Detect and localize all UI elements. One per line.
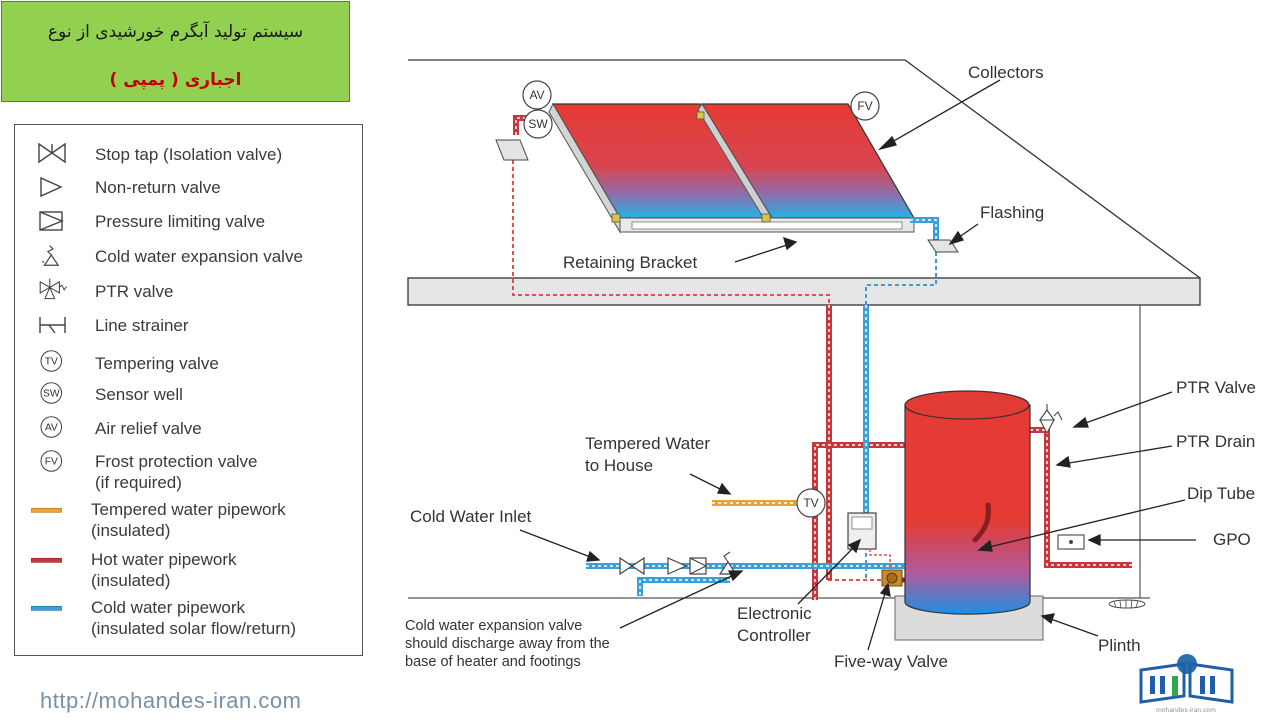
legend-label: Sensor well (95, 385, 183, 404)
leader-arrows (519, 79, 1196, 651)
fv-circle: FV (850, 91, 880, 121)
legend-panel: Stop tap (Isolation valve) Non-return va… (14, 124, 363, 656)
legend-label: Tempered water pipework (insulated) (91, 500, 286, 540)
tv-circle: TV (796, 488, 826, 518)
cold-water-expansion-valve-icon (41, 245, 60, 266)
air-relief-valve-icon: AV (40, 416, 63, 438)
line-strainer-icon (39, 317, 66, 334)
sensor-well-icon: SW (40, 382, 63, 404)
label-expansion-note-2: should discharge away from the (405, 636, 610, 652)
sw-circle-label: SW (528, 117, 548, 131)
storage-tank (894, 390, 1044, 641)
ptr-valve-symbol (1039, 404, 1063, 435)
label-cold-water-inlet: Cold Water Inlet (410, 507, 532, 526)
title-line2: اجباری ( پمپی ) (109, 70, 242, 90)
hot-pipe-swatch-icon (31, 557, 62, 563)
label-plinth: Plinth (1098, 636, 1141, 655)
sensor-well-abbr: SW (43, 388, 60, 399)
label-electronic-2: Controller (737, 626, 811, 645)
gpo-outlet (1057, 534, 1085, 550)
electronic-controller (847, 512, 891, 570)
label-expansion-note-1: Cold water expansion valve (405, 618, 582, 634)
fv-circle-label: FV (857, 99, 872, 113)
hot-pipework (512, 115, 1132, 600)
sw-circle: SW (523, 109, 553, 139)
tv-circle-label: TV (803, 496, 818, 510)
label-dip-tube: Dip Tube (1187, 484, 1255, 503)
legend-label: Cold water pipework (insulated solar flo… (91, 598, 297, 638)
legend-label: Cold water expansion valve (95, 247, 303, 266)
legend-label: PTR valve (95, 282, 174, 301)
legend-label: Hot water pipework (insulated) (91, 550, 237, 590)
legend-label: Line strainer (95, 316, 189, 335)
label-ptr-drain: PTR Drain (1176, 432, 1255, 451)
legend-label: Pressure limiting valve (95, 212, 266, 231)
legend-label: Stop tap (Isolation valve) (95, 145, 283, 164)
collectors (548, 102, 916, 234)
legend-label: Frost protection valve (if required) (95, 452, 258, 492)
label-tempered-water-1: Tempered Water (585, 434, 710, 453)
label-flashing: Flashing (980, 203, 1044, 222)
pressure-limiting-valve-icon (39, 211, 64, 231)
drain-grate (1108, 599, 1146, 609)
label-expansion-note-3: base of heater and footings (405, 654, 581, 670)
label-collectors: Collectors (968, 63, 1044, 82)
site-logo[interactable]: mohandes-iran.com (1139, 654, 1234, 714)
footer-url[interactable]: http://mohandes-iran.com (40, 688, 302, 713)
cold-pipe-swatch-icon (31, 605, 62, 611)
label-ptr-valve: PTR Valve (1176, 378, 1256, 397)
title-line1: سیستم تولید آبگرم خورشیدی از نوع (47, 22, 304, 42)
legend-label: Tempering valve (95, 354, 219, 373)
air-relief-valve-abbr: AV (45, 422, 58, 433)
av-circle: AV (522, 80, 552, 110)
legend-label: Air relief valve (95, 419, 202, 438)
label-retaining-bracket: Retaining Bracket (563, 253, 697, 272)
frost-protection-valve-icon: FV (40, 450, 63, 472)
stop-tap-icon (38, 142, 66, 164)
title-box: سیستم تولید آبگرم خورشیدی از نوع اجباری … (1, 1, 350, 102)
inlet-valves (619, 551, 738, 576)
av-circle-label: AV (529, 88, 544, 102)
legend-label: Non-return valve (95, 178, 221, 197)
non-return-valve-icon (40, 176, 63, 198)
frost-protection-valve-abbr: FV (45, 456, 58, 467)
label-electronic-1: Electronic (737, 604, 812, 623)
ptr-valve-icon (39, 278, 67, 300)
label-gpo: GPO (1213, 530, 1251, 549)
label-five-way-valve: Five-way Valve (834, 652, 948, 671)
label-tempered-water-2: to House (585, 456, 653, 475)
five-way-valve (881, 569, 903, 587)
tempering-valve-abbr: TV (45, 356, 58, 367)
tempering-valve-icon: TV (40, 350, 63, 372)
logo-caption: mohandes-iran.com (1156, 707, 1216, 714)
tempered-pipe-swatch-icon (31, 507, 62, 513)
